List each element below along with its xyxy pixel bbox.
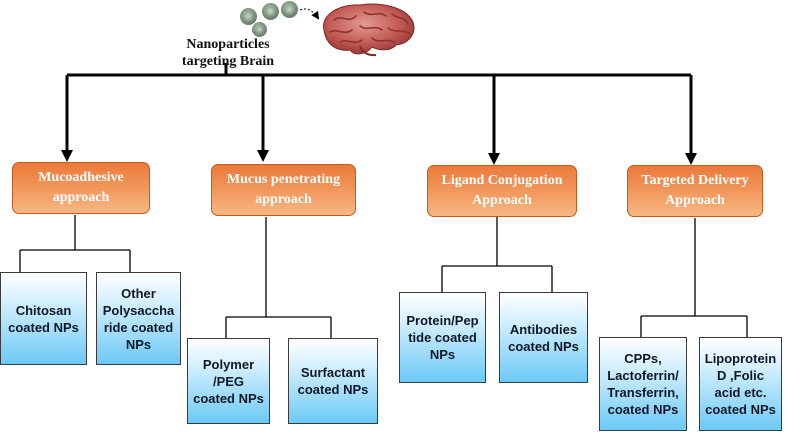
approach-label: Mucoadhesive (38, 170, 124, 185)
leaf-label: acid etc. (714, 385, 767, 400)
leaf-label: CPPs, (624, 351, 662, 366)
diagram-title: Nanoparticles targeting Brain (168, 36, 288, 70)
leaf-label: coated NPs (705, 402, 776, 417)
leaf-cpps-lactoferrin-coated: CPPs, Lactoferrin/Transferrin, coated NPs (599, 337, 687, 431)
nanoparticle-icon (262, 3, 279, 20)
dashed-arrow (299, 8, 320, 20)
leaf-label: Transferrin, (607, 385, 679, 400)
brain-icon (322, 3, 415, 57)
title-line-1: Nanoparticles (186, 37, 270, 52)
leaf-lipoprotein-folic-coated: Lipoprotein D ,Folic acid etc. coated NPs (699, 337, 782, 431)
approach-label: Approach (665, 193, 725, 208)
leaf-surfactant-coated: Surfactant coated NPs (288, 338, 378, 424)
leaf-label: Surfactant (300, 365, 366, 380)
nanoparticle-icon (240, 8, 257, 25)
approach-label: approach (52, 190, 110, 205)
leaf-label: Polymer (202, 356, 255, 372)
leaf-label: Lactoferrin/ (607, 368, 679, 383)
approach-mucus-penetrating: Mucus penetrating approach (211, 164, 356, 216)
leaf-label: Other (121, 285, 156, 301)
leaf-label: NPs (125, 336, 152, 352)
leaf-label: Antibodies (509, 321, 578, 337)
leaf-label: Polysaccha (102, 302, 175, 318)
leaf-label: Protein/Pep (406, 313, 479, 328)
leaf-label: tide coated (408, 330, 477, 345)
leaf-label: Chitosan (15, 302, 72, 318)
title-line-2: targeting Brain (181, 54, 275, 69)
leaf-label: coated NPs (297, 382, 369, 397)
leaf-label: coated NPs (508, 338, 579, 354)
leaf-label: /PEG (212, 373, 245, 389)
approach-mucoadhesive: Mucoadhesive approach (12, 162, 150, 214)
approach-label: Mucus penetrating (226, 172, 341, 187)
leaf-label: D ,Folic (717, 368, 764, 383)
leaf-label: coated NPs (607, 402, 679, 417)
leaf-label: ride coated (103, 319, 174, 335)
approach-label: Targeted Delivery (641, 173, 749, 188)
leaf-label: coated NPs (193, 390, 264, 406)
nanoparticle-icon (281, 1, 298, 18)
leaf-label: Lipoprotein (704, 351, 777, 366)
nanoparticle-icon (252, 22, 267, 37)
leaf-label: coated NPs (8, 319, 79, 335)
approach-label: Approach (472, 193, 532, 208)
leaf-label: NPs (429, 347, 456, 362)
approach-label: Ligand Conjugation (441, 173, 563, 188)
approach-label: approach (255, 192, 312, 207)
